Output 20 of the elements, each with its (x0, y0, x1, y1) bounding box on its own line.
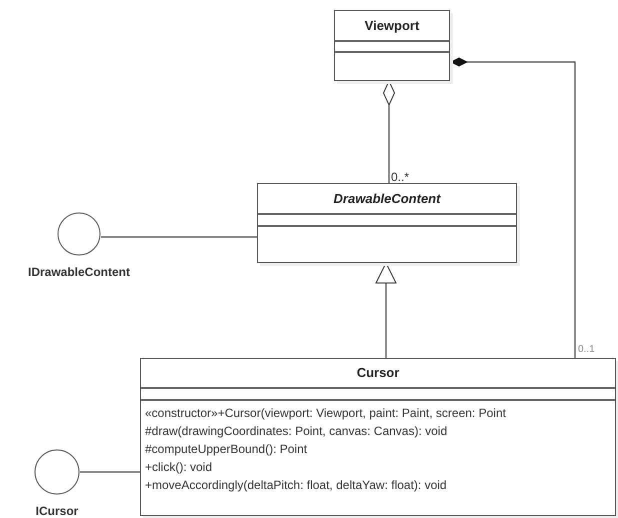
multiplicity-label: 0..* (391, 169, 410, 186)
interface-circle (57, 212, 101, 256)
class-name: DrawableContent (334, 190, 440, 208)
class-name: Cursor (356, 364, 400, 382)
method-text: +click(): void (145, 459, 214, 476)
connector-line (80, 471, 140, 473)
class-box (334, 10, 450, 81)
multiplicity-label: 0..1 (578, 343, 595, 357)
method-text: «constructor»+Cursor(viewport: Viewport, paint: Paint, screen: Point (145, 405, 507, 422)
class-box (257, 183, 517, 263)
method-text: #computeUpperBound(): Point (145, 441, 308, 458)
class-name: Viewport (364, 16, 420, 35)
interface-name: ICursor (36, 503, 78, 518)
class-box (140, 358, 616, 516)
interface-name: IDrawableContent (28, 264, 130, 281)
method-text: #draw(drawingCoordinates: Point, canvas: Canvas): void (145, 423, 448, 440)
interface-circle (34, 449, 80, 495)
method-text: +moveAccordingly(deltaPitch: float, deltaYaw: float): void (145, 477, 448, 494)
connector-line (101, 236, 257, 238)
association-line (450, 58, 576, 358)
